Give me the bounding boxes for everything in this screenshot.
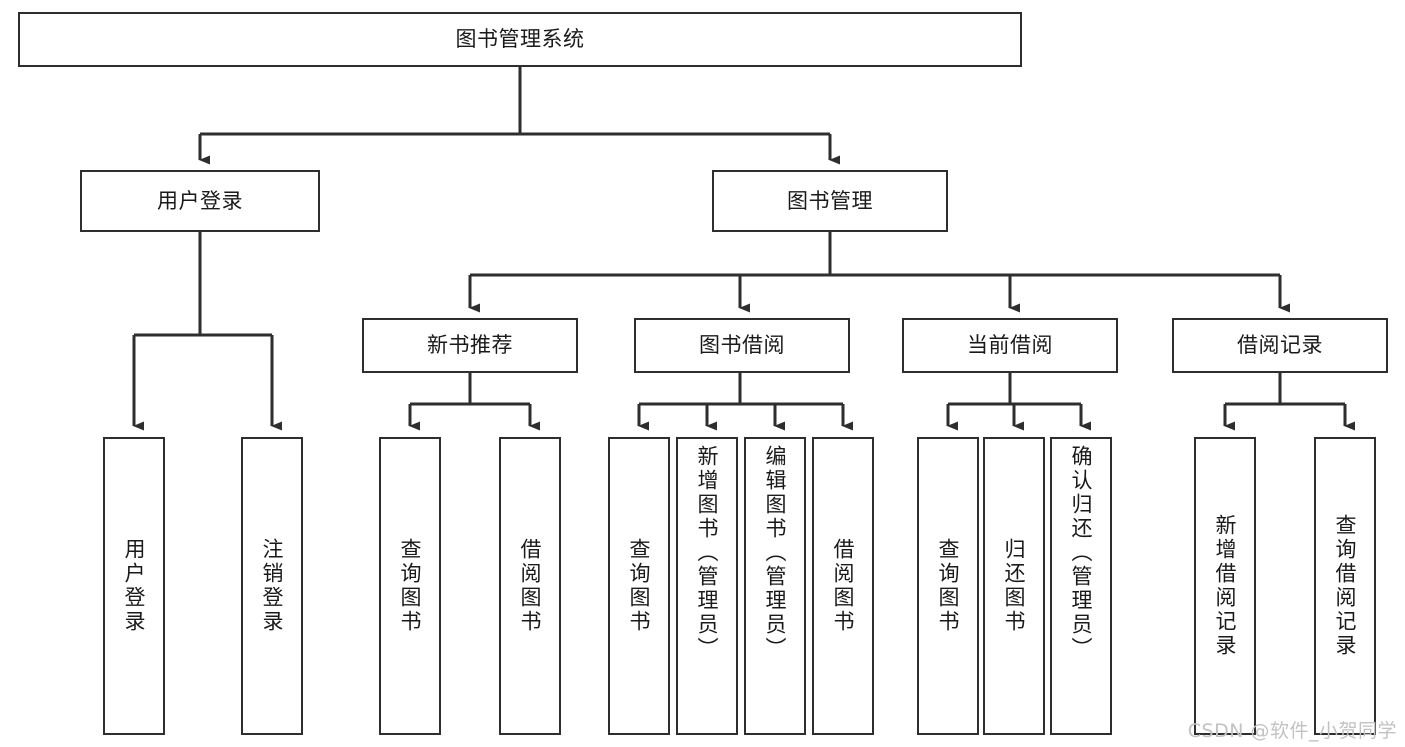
watermark-text: CSDN @软件_小贺同学 — [1187, 720, 1397, 742]
node-label: 借阅图书 — [518, 538, 543, 634]
leaf-return-book[interactable]: 归还图书 — [983, 437, 1045, 735]
node-label: 注销登录 — [260, 538, 285, 634]
leaf-borrow-book-recommend[interactable]: 借阅图书 — [499, 437, 561, 735]
node-label: 查询图书 — [398, 538, 423, 634]
node-label: 借阅图书 — [831, 538, 856, 634]
leaf-query-borrow-record[interactable]: 查询借阅记录 — [1314, 437, 1376, 735]
leaf-user-logout[interactable]: 注销登录 — [241, 437, 303, 735]
node-label: 查询借阅记录 — [1333, 514, 1358, 658]
node-label: 用户登录 — [157, 188, 243, 213]
node-label: 新书推荐 — [427, 333, 513, 358]
node-label: 图书借阅 — [699, 333, 785, 358]
node-label: 归还图书 — [1002, 538, 1027, 634]
node-label: 用户登录 — [122, 538, 147, 634]
node-label: 当前借阅 — [967, 333, 1053, 358]
node-label: 编辑图书（管理员） — [763, 445, 788, 661]
leaf-add-borrow-record[interactable]: 新增借阅记录 — [1194, 437, 1256, 735]
leaf-query-book-borrow[interactable]: 查询图书 — [608, 437, 670, 735]
node-new-book-recommend[interactable]: 新书推荐 — [362, 318, 578, 373]
node-label: 确认归还（管理员） — [1069, 445, 1094, 661]
node-root-book-management-system[interactable]: 图书管理系统 — [18, 12, 1022, 67]
leaf-query-book-recommend[interactable]: 查询图书 — [379, 437, 441, 735]
node-book-management[interactable]: 图书管理 — [712, 170, 948, 232]
leaf-borrow-book[interactable]: 借阅图书 — [812, 437, 874, 735]
node-borrow-record[interactable]: 借阅记录 — [1172, 318, 1388, 373]
leaf-add-book-admin[interactable]: 新增图书（管理员） — [676, 437, 738, 735]
node-label: 图书管理 — [787, 188, 873, 213]
leaf-confirm-return-admin[interactable]: 确认归还（管理员） — [1050, 437, 1112, 735]
node-label: 查询图书 — [936, 538, 961, 634]
node-label: 图书管理系统 — [455, 27, 585, 52]
node-current-borrow[interactable]: 当前借阅 — [902, 318, 1118, 373]
node-user-login[interactable]: 用户登录 — [80, 170, 320, 232]
node-book-borrow[interactable]: 图书借阅 — [634, 318, 850, 373]
leaf-edit-book-admin[interactable]: 编辑图书（管理员） — [744, 437, 806, 735]
node-label: 新增借阅记录 — [1213, 514, 1238, 658]
leaf-query-book-current[interactable]: 查询图书 — [917, 437, 979, 735]
node-label: 查询图书 — [627, 538, 652, 634]
leaf-user-login[interactable]: 用户登录 — [103, 437, 165, 735]
node-label: 借阅记录 — [1237, 333, 1323, 358]
node-label: 新增图书（管理员） — [695, 445, 720, 661]
